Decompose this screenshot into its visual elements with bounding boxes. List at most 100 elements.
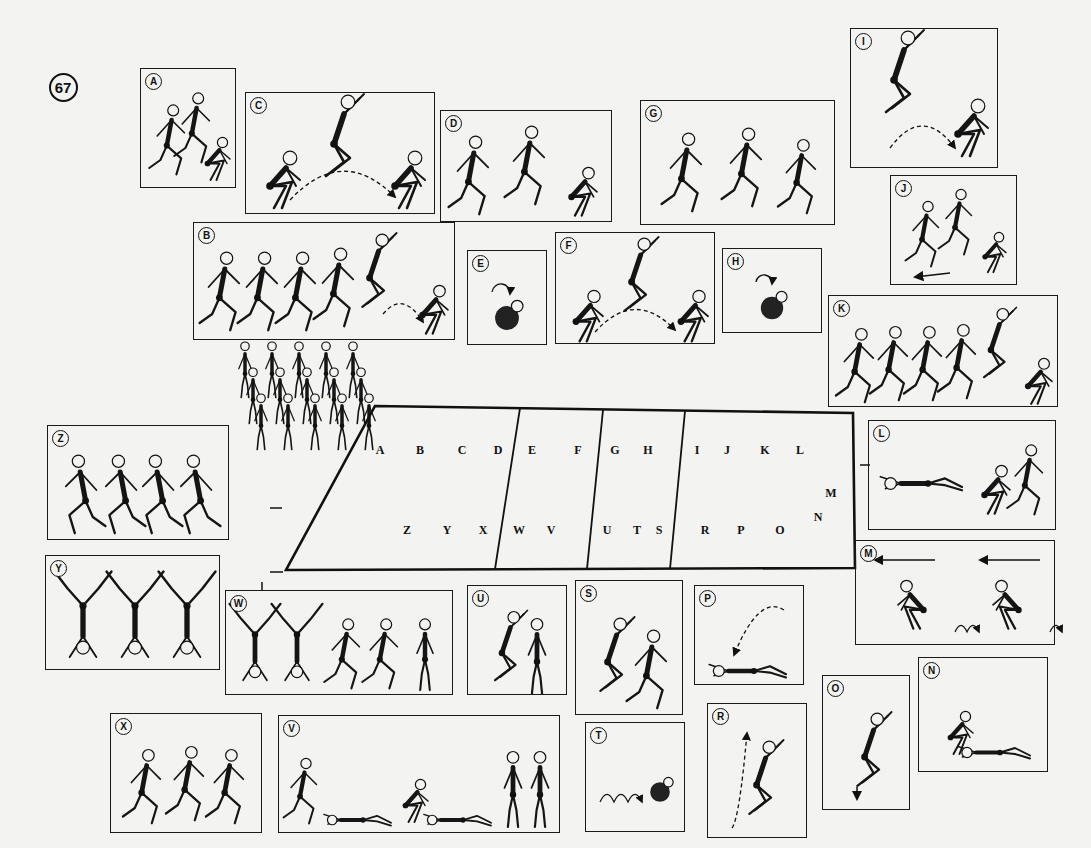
torso — [441, 818, 463, 822]
head — [311, 394, 320, 403]
exercise-panel: I — [850, 28, 998, 168]
gymnast-figure — [272, 604, 323, 681]
gymnast-figure — [678, 290, 708, 341]
shorts — [628, 279, 635, 286]
leg — [123, 793, 142, 817]
leg — [185, 790, 200, 821]
arm — [901, 595, 910, 610]
exercise-panel: P — [694, 585, 804, 685]
leg — [928, 484, 962, 491]
head — [217, 137, 227, 147]
exercise-panel: E — [467, 250, 547, 345]
leg — [576, 322, 590, 342]
shorts — [568, 194, 574, 200]
leg — [135, 572, 164, 606]
station-letter: X — [478, 523, 489, 537]
leg — [985, 257, 996, 272]
head — [168, 105, 179, 116]
panel-letter: S — [580, 585, 597, 602]
floor-outline — [285, 405, 857, 571]
leg — [537, 662, 542, 694]
arm — [106, 472, 120, 486]
torso — [219, 269, 224, 298]
station-letter: G — [609, 443, 620, 457]
leg — [297, 604, 323, 635]
leg — [463, 820, 491, 826]
leg — [495, 653, 510, 680]
torso — [468, 153, 473, 182]
exercise-illustration — [66, 455, 221, 533]
head — [415, 779, 425, 789]
leg — [910, 610, 924, 629]
torso — [270, 354, 274, 374]
station-letter: D — [493, 443, 504, 457]
head — [249, 368, 258, 377]
leg — [322, 374, 326, 398]
exercise-panel: W — [225, 590, 453, 695]
shorts — [122, 497, 129, 504]
direction-arrow — [875, 559, 935, 561]
gymnast-figure — [505, 126, 545, 204]
arm — [172, 120, 185, 133]
exercise-illustration — [149, 93, 230, 180]
exercise-illustration — [709, 607, 786, 678]
flight-path — [290, 171, 395, 200]
floor-area: ABCDEFGHIJKLMNZYXWVUTSRPO — [285, 405, 857, 571]
shorts — [286, 423, 291, 428]
station-letter: I — [694, 443, 701, 457]
arm — [747, 145, 761, 159]
floor-divider — [587, 410, 603, 569]
leg — [284, 797, 301, 818]
gymnast-figure — [66, 455, 106, 533]
head — [638, 238, 650, 250]
floor-border — [286, 406, 855, 570]
leg — [200, 298, 220, 323]
torso — [259, 406, 263, 426]
gymnast-figure — [424, 814, 491, 825]
shorts — [861, 754, 868, 761]
torso — [80, 606, 85, 636]
torso — [359, 380, 363, 400]
leg — [778, 183, 797, 207]
shorts — [294, 631, 300, 637]
leg — [984, 350, 999, 377]
arm — [418, 792, 426, 806]
head — [885, 478, 897, 490]
head — [420, 619, 431, 630]
exercise-illustration — [123, 747, 243, 824]
leg — [662, 179, 682, 204]
shorts — [391, 182, 399, 190]
shorts — [332, 397, 337, 402]
gymnast-figure — [230, 604, 281, 681]
shorts — [252, 631, 258, 637]
station-letter: J — [723, 443, 731, 457]
exercise-illustration — [756, 275, 787, 319]
panel-letter: B — [198, 227, 215, 244]
exercise-panel: N — [918, 657, 1048, 772]
head — [901, 31, 915, 45]
shorts — [266, 182, 274, 190]
shorts — [243, 371, 248, 376]
head — [994, 232, 1004, 242]
head — [149, 455, 161, 467]
torso — [524, 143, 529, 172]
shorts — [419, 312, 425, 318]
exercise-illustration — [906, 189, 1007, 277]
leg — [187, 572, 216, 606]
head — [664, 777, 674, 787]
torso — [681, 150, 686, 179]
shorts — [952, 225, 958, 231]
arm — [436, 300, 445, 315]
leg — [326, 144, 344, 176]
torso — [300, 773, 305, 797]
station-letter: V — [546, 523, 557, 537]
head — [187, 455, 199, 467]
shorts — [359, 397, 364, 402]
shorts — [954, 130, 962, 138]
arm — [996, 595, 1005, 610]
panel-letter: E — [472, 255, 489, 272]
leg — [330, 400, 334, 424]
leg — [508, 795, 513, 827]
shorts — [351, 371, 356, 376]
torso — [313, 406, 317, 426]
